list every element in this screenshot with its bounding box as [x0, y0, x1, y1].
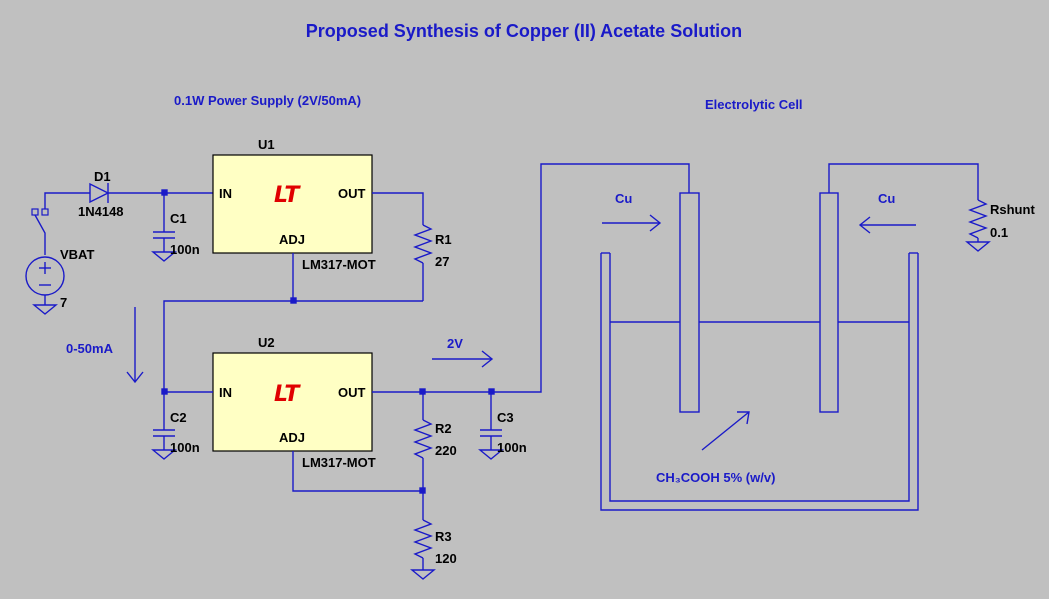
- ground-icon-c2: [151, 449, 177, 460]
- electrolyte-label: CH₃COOH 5% (w/v): [656, 470, 775, 485]
- arrow-right-cu: [858, 216, 871, 234]
- rshunt-value: 0.1: [990, 225, 1008, 240]
- u1-name: U1: [258, 137, 275, 152]
- ground-icon-r3: [410, 569, 436, 580]
- lt-logo-icon-2: LT: [274, 382, 301, 407]
- electrolytic-cell: Cu Cu CH₃COOH 5% (w/v): [600, 163, 979, 511]
- resistor-r3: R3 120: [410, 519, 457, 580]
- beaker-inner: [609, 253, 910, 502]
- power-supply-label: 0.1W Power Supply (2V/50mA): [174, 93, 361, 108]
- switch-blade: [34, 214, 46, 255]
- r3-value: 120: [435, 551, 457, 566]
- electrode-left: [679, 192, 700, 413]
- resistor-rshunt: Rshunt 0.1: [965, 199, 1035, 252]
- c3-value: 100n: [497, 440, 527, 455]
- u1-in-pin: IN: [219, 186, 232, 201]
- regulator-u2: IN OUT ADJ LT U2 LM317-MOT: [212, 335, 376, 470]
- resistor-r2: R2 220: [413, 392, 457, 520]
- u2-adj-pin: ADJ: [279, 430, 305, 445]
- r1-name: R1: [435, 232, 452, 247]
- voltage-arrow: 2V: [432, 336, 494, 368]
- voltage-label: 2V: [447, 336, 463, 351]
- wire-right-electrode: [828, 163, 979, 200]
- u1-part: LM317-MOT: [302, 257, 376, 272]
- switch-contact-b: [41, 208, 49, 216]
- u2-out-pin: OUT: [338, 385, 366, 400]
- d1-name: D1: [94, 169, 111, 184]
- c1-value: 100n: [170, 242, 200, 257]
- cu-left-label: Cu: [615, 191, 632, 206]
- vbat-value: 7: [60, 295, 67, 310]
- u2-in-pin: IN: [219, 385, 232, 400]
- c1-name: C1: [170, 211, 187, 226]
- ground-icon-c3: [478, 449, 504, 460]
- rshunt-name: Rshunt: [990, 202, 1035, 217]
- u2-part: LM317-MOT: [302, 455, 376, 470]
- u1-out-pin: OUT: [338, 186, 366, 201]
- cu-right-label: Cu: [878, 191, 895, 206]
- c2-value: 100n: [170, 440, 200, 455]
- arrow-left-cu: [649, 214, 662, 232]
- resistor-r1: R1 27: [413, 224, 452, 301]
- vbat-source: VBAT 7: [25, 192, 94, 315]
- beaker-outer: [600, 253, 919, 511]
- lt-logo-icon: LT: [274, 183, 301, 208]
- wire-switch-d1: [44, 192, 90, 209]
- wire-u2-adj: [292, 451, 423, 492]
- diode-d1: D1 1N4148: [78, 169, 213, 219]
- ground-icon-rshunt: [965, 241, 991, 252]
- r2-name: R2: [435, 421, 452, 436]
- schematic-title: Proposed Synthesis of Copper (II) Acetat…: [306, 21, 742, 41]
- electrolytic-cell-label: Electrolytic Cell: [705, 97, 803, 112]
- regulator-u1: IN OUT ADJ LT U1 LM317-MOT: [212, 137, 376, 272]
- current-arrow: 0-50mA: [66, 307, 144, 384]
- electrode-right: [819, 192, 839, 413]
- ground-icon-c1: [151, 251, 177, 262]
- u2-name: U2: [258, 335, 275, 350]
- c2-name: C2: [170, 410, 187, 425]
- capacitor-c2: C2 100n: [151, 392, 200, 460]
- switch-contact-a: [31, 208, 39, 216]
- capacitor-c3: C3 100n: [478, 392, 527, 460]
- r1-value: 27: [435, 254, 449, 269]
- r2-value: 220: [435, 443, 457, 458]
- wire-output: [372, 163, 690, 393]
- wire-adj-bus: [163, 300, 423, 392]
- diode-icon: [89, 182, 110, 204]
- vbat-name: VBAT: [60, 247, 94, 262]
- capacitor-c1: C1 100n: [151, 189, 200, 262]
- wire-u1-out-r1: [372, 192, 424, 225]
- d1-value: 1N4148: [78, 204, 124, 219]
- u2-body: [212, 352, 373, 452]
- current-label: 0-50mA: [66, 341, 114, 356]
- c3-name: C3: [497, 410, 514, 425]
- arrow-electrolyte: [737, 411, 750, 425]
- u1-adj-pin: ADJ: [279, 232, 305, 247]
- r3-name: R3: [435, 529, 452, 544]
- u1-body: [212, 154, 373, 254]
- ground-icon-vbat: [32, 304, 58, 315]
